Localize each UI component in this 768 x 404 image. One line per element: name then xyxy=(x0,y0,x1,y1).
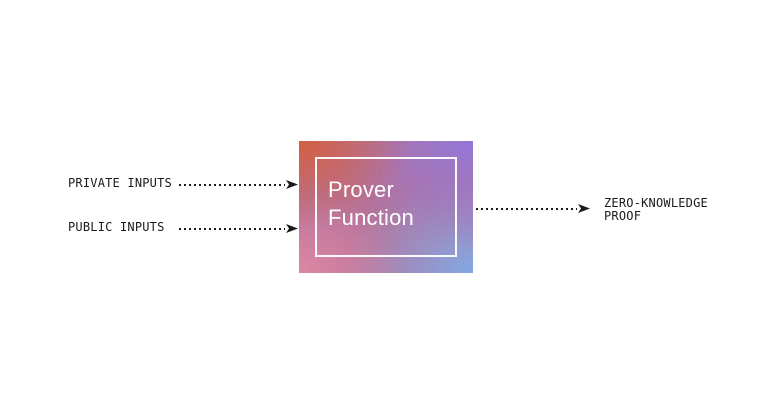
private-inputs-label: PRIVATE INPUTS xyxy=(68,176,172,190)
public-inputs-arrow xyxy=(179,224,298,233)
box-title: Prover Function xyxy=(328,177,414,230)
private-inputs-arrow xyxy=(179,180,298,189)
zero-knowledge-proof-label: ZERO-KNOWLEDGE PROOF xyxy=(604,196,708,223)
arrowhead-icon xyxy=(286,180,298,189)
arrowhead-icon xyxy=(578,204,590,213)
arrowhead-icon xyxy=(286,224,298,233)
prover-function-box: Prover Function xyxy=(299,141,473,273)
box-inner-border xyxy=(315,157,457,257)
dotted-line xyxy=(179,227,285,230)
proof-output-arrow xyxy=(476,204,590,213)
dotted-line xyxy=(476,207,577,210)
dotted-line xyxy=(179,183,285,186)
public-inputs-label: PUBLIC INPUTS xyxy=(68,220,165,234)
